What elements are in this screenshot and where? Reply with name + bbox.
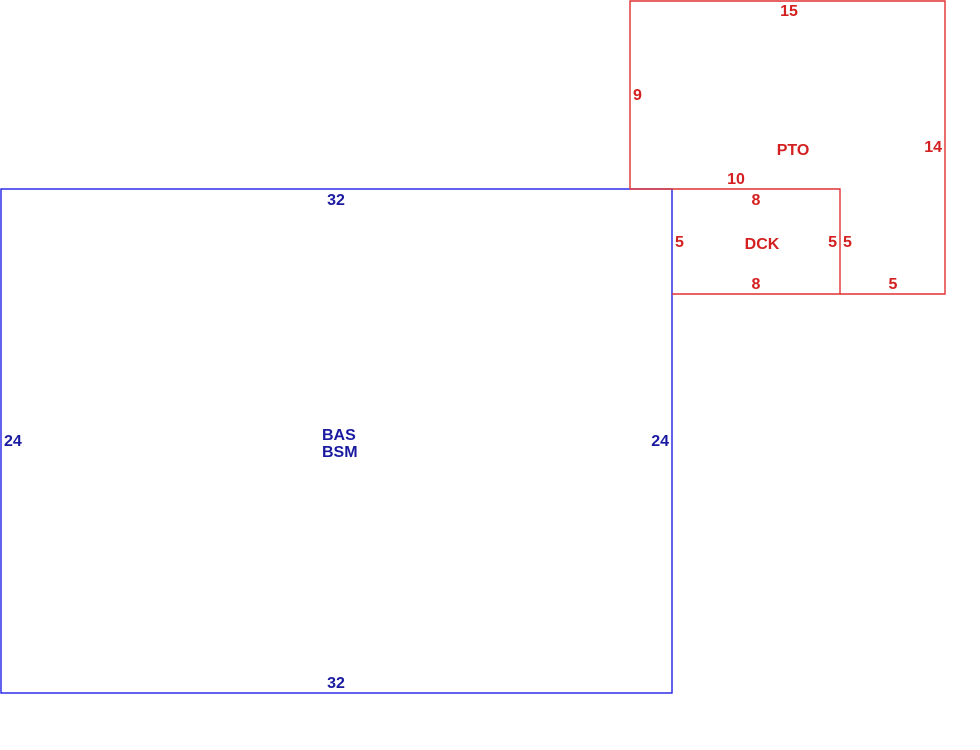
dck-dim-right: 5 [828, 234, 837, 251]
bsm-label: BSM [322, 444, 358, 461]
bas-dim-right: 24 [651, 433, 669, 450]
dck-dim-bottom: 8 [752, 276, 761, 293]
bas-dim-left: 24 [4, 433, 22, 450]
pto-dim-top: 15 [780, 3, 798, 20]
pto-dim-lower-right: 5 [889, 276, 898, 293]
dck-dim-left: 5 [675, 234, 684, 251]
dck-dim-top: 8 [752, 192, 761, 209]
dck-label: DCK [745, 236, 780, 253]
bas-dim-top: 32 [327, 192, 345, 209]
pto-dim-right: 14 [924, 139, 942, 156]
bas-label: BAS [322, 427, 356, 444]
pto-dim-inner-bottom: 10 [727, 171, 745, 188]
pto-dim-left: 9 [633, 87, 642, 104]
dck-dim-right-outer: 5 [843, 234, 852, 251]
dck-outline [630, 188, 841, 295]
bas-outline [0, 188, 673, 694]
pto-outline [629, 0, 946, 295]
pto-label: PTO [777, 142, 810, 159]
bas-dim-bottom: 32 [327, 675, 345, 692]
